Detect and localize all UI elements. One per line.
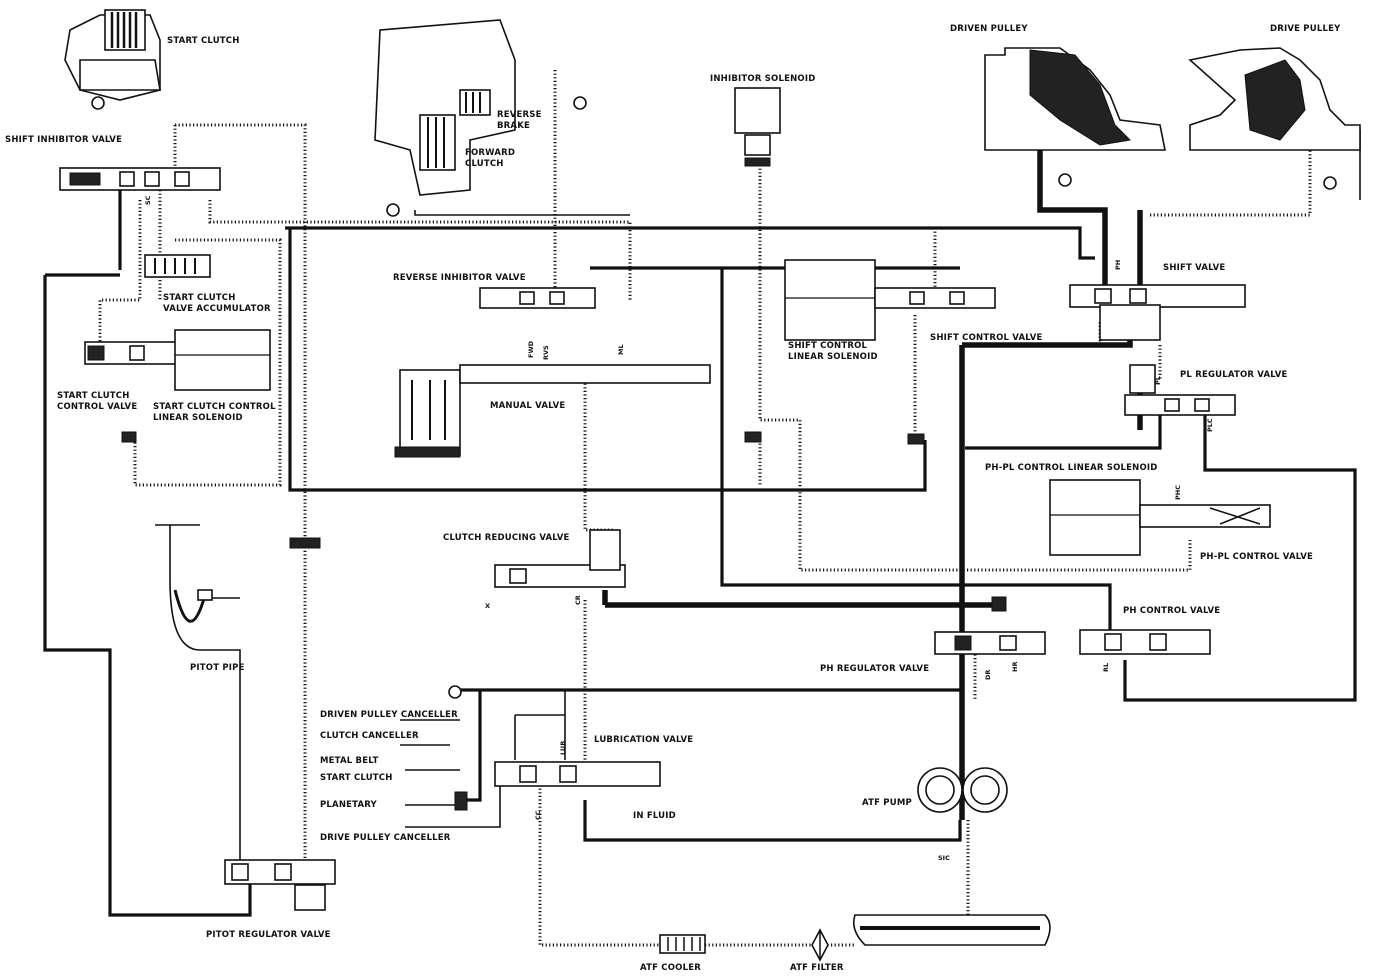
- label-start-clutch: START CLUTCH: [167, 36, 240, 46]
- label-forward-clutch-2: CLUTCH: [465, 159, 504, 169]
- shift-control-valve: [874, 287, 996, 309]
- label-ph-control-valve: PH CONTROL VALVE: [1123, 606, 1220, 616]
- atf-pump: [917, 767, 1008, 813]
- shift-control-linear-solenoid: [784, 259, 876, 341]
- shift-valve: [1069, 284, 1246, 341]
- port-dr: DR: [984, 670, 992, 680]
- clutch-reducing-valve: [494, 529, 626, 588]
- label-ph-regulator-valve: PH REGULATOR VALVE: [820, 664, 929, 674]
- port-ph: PH: [1114, 260, 1122, 270]
- label-shift-control-solenoid-2: LINEAR SOLENOID: [788, 352, 878, 362]
- label-atf-pump: ATF PUMP: [862, 798, 912, 808]
- label-start-clutch-lub: START CLUTCH: [320, 773, 393, 783]
- orifice-inhibitor: [744, 431, 762, 443]
- label-drive-pulley: DRIVE PULLEY: [1270, 24, 1341, 34]
- label-start-clutch-accumulator-2: VALVE ACCUMULATOR: [163, 304, 271, 314]
- label-shift-control-solenoid-1: SHIFT CONTROL: [788, 341, 868, 351]
- port-hr: HR: [1011, 662, 1019, 672]
- port-cr: CR: [574, 595, 582, 605]
- label-forward-clutch-1: FORWARD: [465, 148, 515, 158]
- label-manual-valve: MANUAL VALVE: [490, 401, 565, 411]
- manual-valve: [394, 364, 711, 458]
- shift-inhibitor-valve: [59, 167, 221, 191]
- driven-pulley: [984, 47, 1166, 187]
- label-start-clutch-accumulator-1: START CLUTCH: [163, 293, 236, 303]
- ph-pl-control-valve: [1139, 504, 1271, 528]
- start-clutch-valve-accumulator: [144, 254, 211, 278]
- fluid-lines: [43, 70, 1361, 947]
- label-in-fluid: IN FLUID: [633, 811, 676, 821]
- lubrication-valve: [448, 685, 661, 811]
- label-lubrication-valve: LUBRICATION VALVE: [594, 735, 693, 745]
- orifice-ph: [991, 596, 1007, 612]
- drive-pulley: [1188, 47, 1361, 190]
- port-rl: RL: [1102, 663, 1110, 672]
- port-rvs: RVS: [542, 345, 550, 360]
- pl-regulator-valve: [1124, 364, 1236, 416]
- port-ml: ML: [617, 344, 625, 355]
- label-atf-filter: ATF FILTER: [790, 963, 844, 973]
- port-codes: PL PH PHC PLC CR LUB ML SC RVS HR DR CC …: [144, 195, 1214, 862]
- port-phc: PHC: [1174, 485, 1182, 500]
- atf-cooler: [659, 934, 706, 954]
- label-inhibitor-solenoid: INHIBITOR SOLENOID: [710, 74, 815, 84]
- port-pl: PL: [1154, 376, 1162, 385]
- ph-supply-line: [285, 226, 1095, 260]
- label-ph-pl-control-valve: PH-PL CONTROL VALVE: [1200, 552, 1313, 562]
- port-plc: PLC: [1206, 418, 1214, 432]
- port-s: S: [1138, 259, 1143, 267]
- label-pitot-regulator-valve: PITOT REGULATOR VALVE: [206, 930, 331, 940]
- label-reverse-brake-2: BRAKE: [497, 121, 530, 131]
- ph-pl-control-linear-solenoid: [1049, 479, 1141, 556]
- pitot-pipe: [173, 537, 321, 623]
- label-start-clutch-control-valve-1: START CLUTCH: [57, 391, 130, 401]
- label-driven-pulley-canceller: DRIVEN PULLEY CANCELLER: [320, 710, 458, 720]
- label-drive-pulley-canceller: DRIVE PULLEY CANCELLER: [320, 833, 451, 843]
- start-clutch-control-valve: [84, 341, 181, 365]
- label-shift-control-valve: SHIFT CONTROL VALVE: [930, 333, 1043, 343]
- label-metal-belt: METAL BELT: [320, 756, 378, 766]
- port-sic: SIC: [938, 854, 950, 862]
- reverse-brake-forward-clutch: [374, 19, 587, 217]
- pitot-line: [169, 525, 241, 860]
- left-return-line: [43, 275, 252, 917]
- port-fwd: FWD: [527, 340, 535, 358]
- start-clutch-control-linear-solenoid: [174, 329, 271, 391]
- port-cc: CC: [534, 810, 542, 820]
- label-clutch-canceller: CLUTCH CANCELLER: [320, 731, 419, 741]
- label-start-clutch-linear-solenoid-1: START CLUTCH CONTROL: [153, 402, 276, 412]
- orifice-shift-control: [907, 433, 925, 445]
- pitot-regulator-valve: [224, 859, 336, 911]
- ph-control-valve: [1079, 629, 1211, 655]
- label-ph-pl-control-solenoid: PH-PL CONTROL LINEAR SOLENOID: [985, 463, 1158, 473]
- label-reverse-inhibitor-valve: REVERSE INHIBITOR VALVE: [393, 273, 526, 283]
- label-clutch-reducing-valve: CLUTCH REDUCING VALVE: [443, 533, 570, 543]
- start-clutch-control-loop: [133, 238, 282, 487]
- port-sc: SC: [144, 195, 152, 205]
- reverse-inhibitor-valve: [479, 287, 596, 309]
- label-shift-valve: SHIFT VALVE: [1163, 263, 1225, 273]
- label-atf-cooler: ATF COOLER: [640, 963, 701, 973]
- ph-regulator-valve: [934, 631, 1046, 655]
- label-driven-pulley: DRIVEN PULLEY: [950, 24, 1028, 34]
- inhibitor-solenoid: [734, 87, 781, 167]
- label-start-clutch-linear-solenoid-2: LINEAR SOLENOID: [153, 413, 243, 423]
- label-pitot-pipe: PITOT PIPE: [190, 663, 245, 673]
- label-start-clutch-control-valve-2: CONTROL VALVE: [57, 402, 137, 412]
- label-pl-regulator-valve: PL REGULATOR VALVE: [1180, 370, 1288, 380]
- atf-filter: [811, 928, 829, 962]
- port-x: X: [485, 602, 490, 610]
- label-reverse-brake-1: REVERSE: [497, 110, 542, 120]
- oil-pan: [852, 914, 1051, 946]
- component-labels: START CLUTCH SHIFT INHIBITOR VALVE START…: [5, 24, 1341, 973]
- label-shift-inhibitor-valve: SHIFT INHIBITOR VALVE: [5, 135, 122, 145]
- port-lub: LUB: [559, 741, 567, 755]
- label-planetary: PLANETARY: [320, 800, 378, 810]
- orifice-start-clutch: [121, 431, 137, 443]
- start-clutch: [64, 9, 161, 110]
